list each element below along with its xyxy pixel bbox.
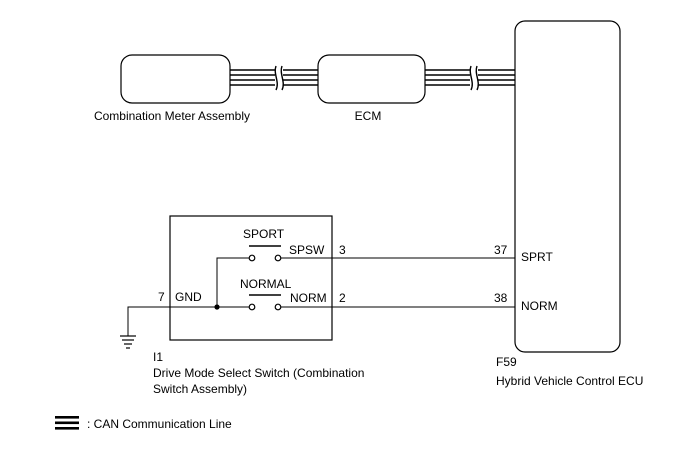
switch-label-line1: Drive Mode Select Switch (Combination: [153, 366, 364, 380]
can-bus-meter-ecm: [229, 65, 318, 91]
junction-dot: [214, 304, 220, 310]
sport-switch-label: SPORT: [243, 227, 285, 241]
sprt-ecu-pin-number: 37: [494, 243, 508, 257]
ground-wire: [127, 306, 170, 336]
combination-meter-label: Combination Meter Assembly: [94, 109, 250, 123]
switch-internal-wiring: [170, 257, 332, 308]
norm-ecu-pin-number: 38: [494, 291, 508, 305]
norm-pin-number: 2: [339, 291, 346, 305]
spsw-terminal-label: SPSW: [289, 243, 325, 257]
norm-terminal-label: NORM: [290, 291, 327, 305]
gnd-terminal-label: GND: [175, 290, 202, 304]
normal-switch-label: NORMAL: [240, 277, 292, 291]
gnd-pin-number: 7: [158, 290, 165, 304]
switch-label-line2: Switch Assembly): [153, 382, 247, 396]
combination-meter-box: [120, 54, 231, 104]
can-bus-ecm-ecu: [425, 65, 515, 91]
sport-switch-contact: [248, 245, 282, 262]
hv-ecu-label: Hybrid Vehicle Control ECU: [496, 374, 643, 388]
drive-mode-switch-box: [169, 215, 333, 341]
ecm-box: [317, 54, 426, 104]
spsw-pin-number: 3: [339, 243, 346, 257]
ecm-label: ECM: [355, 109, 382, 123]
hv-ecu-connector-code: F59: [496, 355, 517, 369]
hv-ecu-terminal-name-sprt: SPRT: [521, 250, 553, 264]
can-line-legend-icon: [55, 416, 79, 430]
legend-text: : CAN Communication Line: [87, 417, 232, 431]
hv-control-ecu-box: [514, 20, 621, 353]
hv-ecu-terminal-name-norm: NORM: [521, 299, 558, 313]
ground-symbol-icon: [120, 335, 136, 349]
switch-connector-code: I1: [153, 350, 163, 364]
normal-switch-contact: [248, 294, 282, 311]
